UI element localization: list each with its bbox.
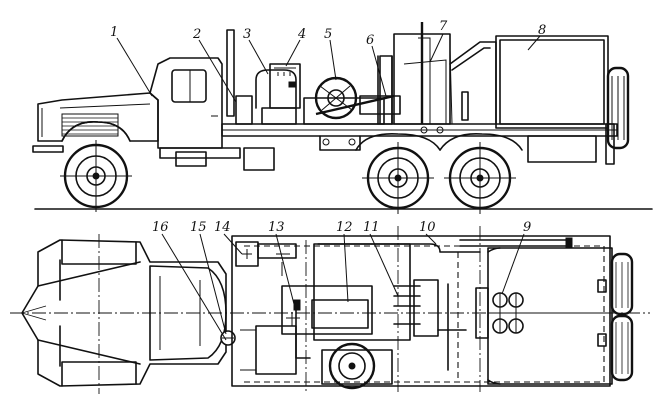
callout-10: 10 xyxy=(419,220,436,235)
callout-11: 11 xyxy=(363,220,380,235)
bolt xyxy=(322,138,330,146)
callout-1: 1 xyxy=(110,25,118,40)
callout-5: 5 xyxy=(324,27,332,42)
leader-7 xyxy=(429,33,444,63)
air-cleaner xyxy=(235,95,253,125)
pipe-10-run xyxy=(459,239,571,247)
leader-9 xyxy=(501,233,525,295)
radiator-grille xyxy=(61,113,119,137)
nose-point xyxy=(20,305,47,321)
mid-wheel-top xyxy=(321,342,393,390)
leader-12 xyxy=(343,233,349,303)
rear-post xyxy=(605,123,615,165)
winch-frame-top xyxy=(281,285,373,335)
bolt xyxy=(436,126,444,134)
front-bumper xyxy=(32,145,64,153)
callout-16: 16 xyxy=(152,220,169,235)
roof-ribs xyxy=(159,276,201,350)
pipe-10 xyxy=(317,243,481,253)
bolt xyxy=(348,138,356,146)
leader-1 xyxy=(116,37,153,97)
pump-bracket xyxy=(319,135,361,151)
callout-13: 13 xyxy=(268,220,285,235)
storage-tank-top xyxy=(437,247,613,385)
leader-lines xyxy=(116,33,541,341)
side-view xyxy=(32,22,653,214)
callout-7: 7 xyxy=(439,19,448,34)
seat-rails xyxy=(240,329,256,371)
rear-wheels-top xyxy=(597,252,634,382)
callout-8: 8 xyxy=(538,23,546,38)
spare-wheel xyxy=(606,66,630,150)
crosshair-13 xyxy=(286,312,300,326)
cross-mark xyxy=(242,249,252,259)
leader-3 xyxy=(248,39,269,75)
indicator-light xyxy=(288,81,296,88)
front-wheel-top-right xyxy=(61,361,137,387)
connector xyxy=(276,253,290,276)
storage-tank-inner xyxy=(499,39,605,125)
callout-9: 9 xyxy=(523,220,531,235)
leader-11 xyxy=(369,233,399,297)
front-wheel xyxy=(60,121,132,212)
leader-8 xyxy=(527,35,541,51)
side-step xyxy=(159,147,241,159)
cab-roof xyxy=(149,265,227,361)
callout-3: 3 xyxy=(243,27,251,42)
leader-10 xyxy=(425,233,437,245)
control-panel xyxy=(269,63,301,109)
callout-15: 15 xyxy=(190,220,207,235)
battery-top xyxy=(257,243,297,259)
pump-body xyxy=(413,279,439,337)
leader-13 xyxy=(275,233,295,305)
pipe-cap xyxy=(565,237,573,249)
operator-seat-frame xyxy=(255,69,297,109)
top-view xyxy=(10,226,650,394)
leader-5 xyxy=(329,39,337,81)
delivery-pipe xyxy=(449,41,497,125)
callout-14: 14 xyxy=(214,220,231,235)
exhaust-stack xyxy=(226,29,235,117)
hood-creases xyxy=(37,261,141,365)
storage-tank xyxy=(495,35,609,129)
leader-4 xyxy=(285,39,301,67)
tank-outline-dashed xyxy=(244,245,605,383)
callout-labels: 1 2 3 4 5 6 7 8 9 10 11 12 13 14 15 16 xyxy=(110,19,546,235)
gauges xyxy=(274,67,296,76)
hood-panel-lines xyxy=(41,103,151,137)
operator-seat xyxy=(261,107,297,125)
rear-wheel-1 xyxy=(355,133,441,214)
front-wheel-top-left xyxy=(61,239,137,265)
leader-6 xyxy=(371,45,387,97)
callout-4: 4 xyxy=(297,27,306,42)
tank xyxy=(393,22,453,125)
callout-6: 6 xyxy=(366,33,374,48)
valve xyxy=(461,91,469,121)
cab xyxy=(149,57,223,149)
leader-16 xyxy=(161,233,227,341)
tool-box xyxy=(527,135,597,163)
component-12 xyxy=(311,299,369,329)
leader-14 xyxy=(223,233,243,255)
leader-15 xyxy=(199,233,227,335)
fuel-tank xyxy=(243,147,275,171)
leader-2 xyxy=(198,39,237,103)
component-11 xyxy=(393,285,421,325)
bolt xyxy=(420,126,428,134)
winch-drum xyxy=(303,76,401,125)
callout-12: 12 xyxy=(336,220,353,235)
battery-box xyxy=(175,151,207,167)
pipe-13 xyxy=(295,303,311,359)
callout-2: 2 xyxy=(192,27,201,42)
fitting xyxy=(293,299,301,311)
delivery-pipe-inner xyxy=(451,47,491,71)
rear-wheel-2 xyxy=(439,133,523,214)
chassis-top xyxy=(231,235,611,387)
cab-window xyxy=(171,69,207,103)
pump-housing-top xyxy=(313,243,411,341)
